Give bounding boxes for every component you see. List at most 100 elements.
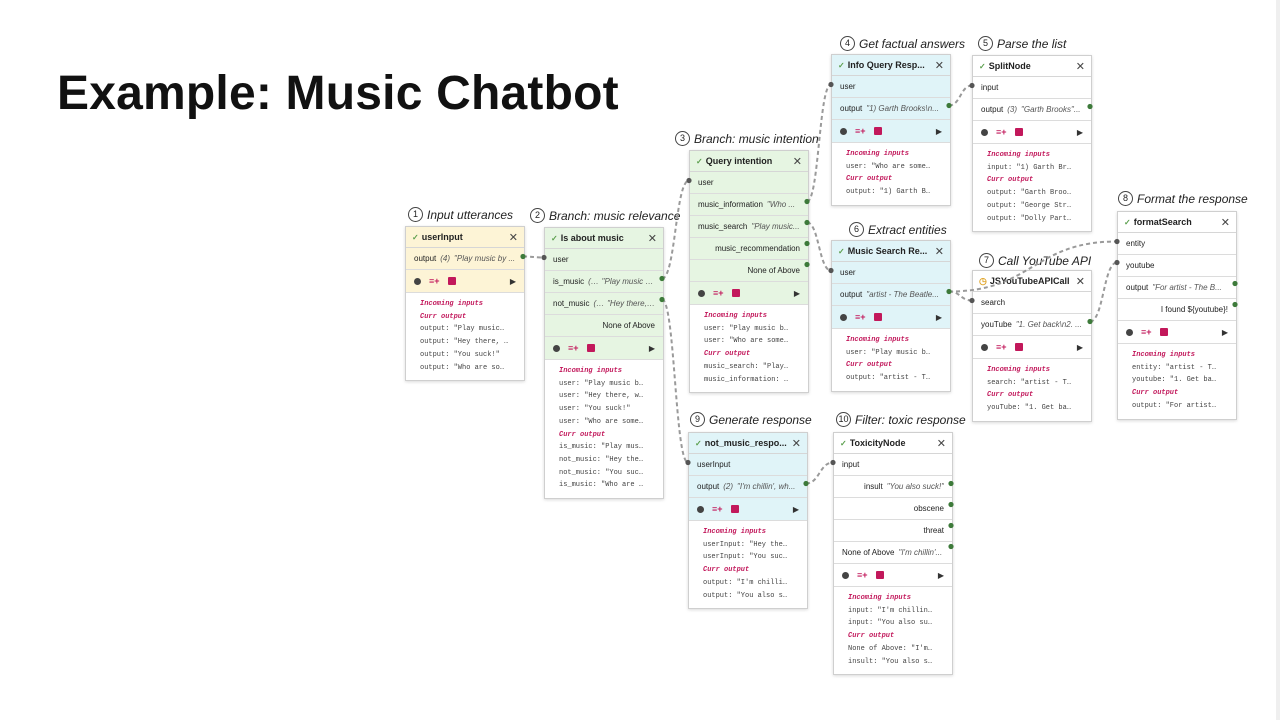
debug-icon[interactable] xyxy=(698,289,705,297)
node-header[interactable]: ◷JSYouTubeAPICall✕ xyxy=(973,271,1091,292)
port-row[interactable]: user xyxy=(690,172,808,194)
debug-icon[interactable] xyxy=(842,571,849,579)
run-icon[interactable]: ▶ xyxy=(1221,327,1228,337)
add-field-icon[interactable]: ≡+ xyxy=(713,288,724,298)
inspect-icon[interactable] xyxy=(1014,343,1023,351)
add-field-icon[interactable]: ≡+ xyxy=(429,276,440,286)
run-icon[interactable]: ▶ xyxy=(935,126,942,136)
port-row[interactable]: input xyxy=(834,454,952,476)
run-icon[interactable]: ▶ xyxy=(793,288,800,298)
port-row[interactable]: obscene xyxy=(834,498,952,520)
add-field-icon[interactable]: ≡+ xyxy=(855,126,866,136)
port-row[interactable]: youTube"1. Get back\n2. ... xyxy=(973,314,1091,336)
close-icon[interactable]: ✕ xyxy=(936,437,946,450)
run-icon[interactable]: ▶ xyxy=(792,504,799,514)
port-row[interactable]: output(2)"I'm chillin', wh... xyxy=(689,476,807,498)
port-name: output xyxy=(697,482,720,491)
inspect-icon[interactable] xyxy=(873,127,882,135)
run-icon[interactable]: ▶ xyxy=(509,276,516,286)
run-icon[interactable]: ▶ xyxy=(937,570,944,580)
add-field-icon[interactable]: ≡+ xyxy=(857,570,868,580)
close-icon[interactable]: ✕ xyxy=(934,59,944,72)
inspect-icon[interactable] xyxy=(730,505,739,513)
port-row[interactable]: input xyxy=(973,77,1091,99)
inspect-icon[interactable] xyxy=(1014,128,1023,136)
port-row[interactable]: I found ${youtube}! xyxy=(1118,299,1236,321)
port-row[interactable]: not_music(2)"Hey there, ... xyxy=(545,293,663,315)
node-header[interactable]: ✓Query intention✕ xyxy=(690,151,808,172)
add-field-icon[interactable]: ≡+ xyxy=(568,343,579,353)
inspect-icon[interactable] xyxy=(447,277,456,285)
debug-icon[interactable] xyxy=(414,277,421,285)
inspect-icon[interactable] xyxy=(873,313,882,321)
port-row[interactable]: search xyxy=(973,292,1091,314)
port-row[interactable]: None of Above xyxy=(545,315,663,337)
port-row[interactable]: threat xyxy=(834,520,952,542)
port-row[interactable]: music_recommendation xyxy=(690,238,808,260)
close-icon[interactable]: ✕ xyxy=(792,155,802,168)
run-icon[interactable]: ▶ xyxy=(648,343,655,353)
add-field-icon[interactable]: ≡+ xyxy=(855,312,866,322)
node-userInput[interactable]: ✓userInput✕output(4)"Play music by ... ≡+… xyxy=(405,226,525,382)
port-row[interactable]: output(4)"Play music by ... xyxy=(406,248,524,270)
port-row[interactable]: None of Above"I'm chillin'... xyxy=(834,542,952,564)
run-icon[interactable]: ▶ xyxy=(1076,342,1083,352)
debug-icon[interactable] xyxy=(840,313,847,321)
port-row[interactable]: userInput xyxy=(689,454,807,476)
node-header[interactable]: ✓Music Search Re...✕ xyxy=(832,241,950,262)
port-row[interactable]: youtube xyxy=(1118,255,1236,277)
node-header[interactable]: ✓userInput✕ xyxy=(406,227,524,248)
node-header[interactable]: ✓Info Query Resp...✕ xyxy=(832,55,950,76)
add-field-icon[interactable]: ≡+ xyxy=(712,504,723,514)
port-row[interactable]: entity xyxy=(1118,233,1236,255)
port-row[interactable]: music_search"Play music... xyxy=(690,216,808,238)
debug-icon[interactable] xyxy=(840,127,847,135)
debug-icon[interactable] xyxy=(553,344,560,352)
node-header[interactable]: ✓SplitNode✕ xyxy=(973,56,1091,77)
close-icon[interactable]: ✕ xyxy=(647,232,657,245)
debug-icon[interactable] xyxy=(981,343,988,351)
port-row[interactable]: None of Above xyxy=(690,260,808,282)
add-field-icon[interactable]: ≡+ xyxy=(996,127,1007,137)
port-row[interactable]: user xyxy=(832,76,950,98)
close-icon[interactable]: ✕ xyxy=(1075,60,1085,73)
debug-icon[interactable] xyxy=(981,128,988,136)
close-icon[interactable]: ✕ xyxy=(934,245,944,258)
close-icon[interactable]: ✕ xyxy=(1075,275,1085,288)
port-row[interactable]: user xyxy=(545,249,663,271)
port-row[interactable]: user xyxy=(832,262,950,284)
port-row[interactable]: output"artist - The Beatle... xyxy=(832,284,950,306)
debug-icon[interactable] xyxy=(1126,328,1133,336)
port-row[interactable]: is_music(2)"Play music b... xyxy=(545,271,663,293)
node-header[interactable]: ✓Is about music✕ xyxy=(545,228,663,249)
close-icon[interactable]: ✕ xyxy=(508,231,518,244)
inspect-icon[interactable] xyxy=(875,571,884,579)
port-row[interactable]: output"1) Garth Brooks\n... xyxy=(832,98,950,120)
node-header[interactable]: ✓formatSearch✕ xyxy=(1118,212,1236,233)
inspect-icon[interactable] xyxy=(586,344,595,352)
run-icon[interactable]: ▶ xyxy=(1076,127,1083,137)
run-icon[interactable]: ▶ xyxy=(935,312,942,322)
debug-icon[interactable] xyxy=(697,505,704,513)
add-field-icon[interactable]: ≡+ xyxy=(996,342,1007,352)
node-header[interactable]: ✓ToxicityNode✕ xyxy=(834,433,952,454)
add-field-icon[interactable]: ≡+ xyxy=(1141,327,1152,337)
port-row[interactable]: output(3)"Garth Brooks"... xyxy=(973,99,1091,121)
inspect-icon[interactable] xyxy=(1159,328,1168,336)
port-row[interactable]: music_information"Who ... xyxy=(690,194,808,216)
close-icon[interactable]: ✕ xyxy=(791,437,801,450)
close-icon[interactable]: ✕ xyxy=(1220,216,1230,229)
port-row[interactable]: insult"You also suck!" xyxy=(834,476,952,498)
inspect-icon[interactable] xyxy=(731,289,740,297)
port-row[interactable]: output"For artist - The B... xyxy=(1118,277,1236,299)
node-header[interactable]: ✓not_music_respo...✕ xyxy=(689,433,807,454)
